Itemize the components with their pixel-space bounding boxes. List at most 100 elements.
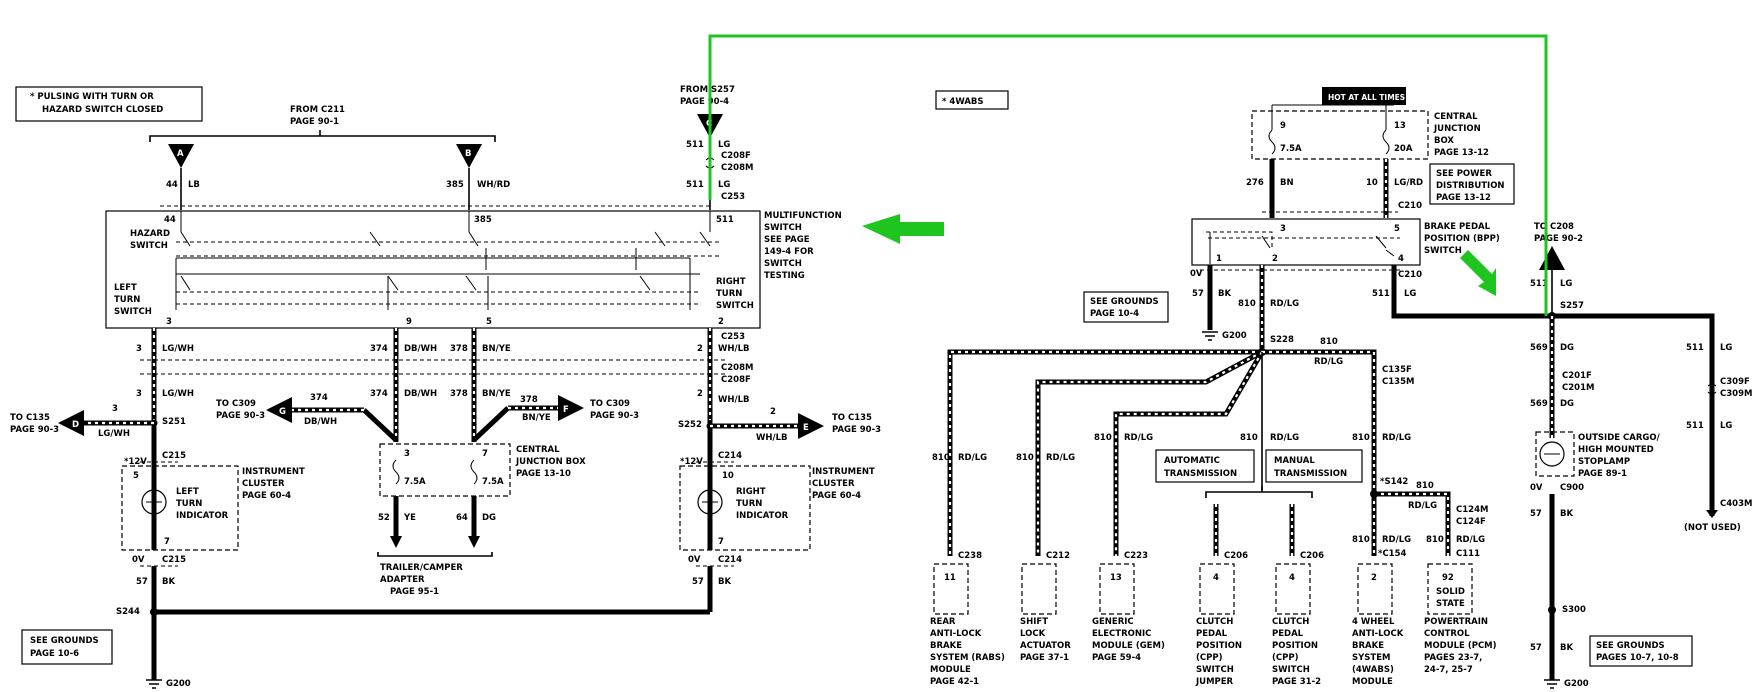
wire-374a-color: DB/WH [404, 344, 437, 354]
c111-label: C111 [1456, 549, 1480, 559]
connector-d: D [72, 420, 79, 430]
wire-810e-color: RD/LG [1124, 433, 1153, 443]
pulsing-note-box [15, 86, 203, 122]
mfs-title-3: SEE PAGE [764, 235, 810, 245]
not-used-label: (NOT USED) [1684, 523, 1741, 533]
left-turn-indicator: LEFT [176, 487, 199, 497]
c238-label: C238 [958, 551, 982, 561]
to-c135b-page: PAGE 90-3 [832, 425, 881, 435]
see-power-1: SEE POWER [1436, 169, 1492, 179]
connector-a-icon [168, 144, 194, 168]
wire-810h-color: RD/LG [1408, 501, 1437, 511]
bpp-switch-box [1191, 218, 1421, 266]
s251-label: S251 [162, 417, 186, 427]
see-grounds-right2-box [1589, 635, 1693, 667]
wire-511e-num: 511 [1686, 421, 1704, 431]
wire-810j-num: 810 [1426, 535, 1444, 545]
left-turn-indicator-2: TURN [176, 499, 202, 509]
c214b-label: C214 [718, 555, 742, 565]
fuse-75a-1: 7.5A [404, 477, 426, 487]
pcm-state: STATE [1436, 599, 1465, 609]
see-power-box [1429, 163, 1515, 205]
annotation-trace-line [708, 34, 1548, 316]
wire-810i-num: 810 [1352, 535, 1370, 545]
connector-g: G [279, 407, 286, 417]
right-turn-label-3: SWITCH [716, 301, 754, 311]
wire-511-color: LG [1404, 289, 1416, 299]
wire-810-distribution [947, 349, 1451, 556]
shift-lock-3: ACTUATOR [1020, 641, 1071, 651]
wire-57b-color: BK [1560, 509, 1573, 519]
c135m-label: C135M [1382, 377, 1414, 387]
wire-810i-color: RD/LG [1382, 535, 1411, 545]
see-grounds-left-2: PAGE 10-6 [30, 649, 79, 659]
cpp-switch-5: SWITCH [1272, 665, 1310, 675]
manual-1: MANUAL [1274, 456, 1315, 466]
ic-right-1: INSTRUMENT [812, 467, 875, 477]
wire-374c-color: DB/WH [304, 417, 337, 427]
c900-label: C900 [1560, 483, 1584, 493]
wire-374a-num: 374 [370, 344, 388, 354]
pin-9: 9 [406, 317, 412, 327]
wire-810b-color: RD/LG [1314, 357, 1343, 367]
see-power-3: PAGE 13-12 [1436, 193, 1491, 203]
connector-e: E [803, 423, 809, 433]
c208f-label: C208F [721, 151, 751, 161]
c201m-label: C201M [1562, 383, 1594, 393]
annotation-arrow-left-icon [862, 214, 944, 244]
c154-label: *C154 [1378, 549, 1407, 559]
right-turn-indicator-icon [697, 489, 723, 515]
wire-10-num: 10 [1366, 178, 1378, 188]
mfs-title-2: SWITCH [764, 223, 802, 233]
hazard-label: HAZARD [130, 229, 170, 239]
cpp-jumper-3: POSITION [1196, 641, 1242, 651]
cjb-right-1: CENTRAL [1434, 112, 1478, 122]
manual-2: TRANSMISSION [1274, 469, 1347, 479]
wabs-2: ANTI-LOCK [1352, 629, 1404, 639]
s244-label: S244 [116, 607, 140, 617]
fuse-9: 9 [1280, 121, 1286, 131]
rabs-5: MODULE [930, 665, 971, 675]
wire-511c-num: 511 [1530, 279, 1548, 289]
ic-right-2: CLUSTER [812, 479, 855, 489]
mfs-title: MULTIFUNCTION [764, 211, 842, 221]
fuse-13-icon [1382, 129, 1390, 155]
c309f-label: C309F [1720, 377, 1750, 387]
wire-3b-color: LG/WH [162, 389, 194, 399]
wire-64-num: 64 [456, 513, 468, 523]
c253b-label: C253 [721, 332, 745, 342]
pin-7-ic: 7 [164, 537, 170, 547]
svg-text:4: 4 [1398, 254, 1404, 264]
c309m-label: C309M [1720, 389, 1752, 399]
c212-label: C212 [1046, 551, 1070, 561]
from-c211-page: PAGE 90-1 [290, 117, 339, 127]
c135f-label: C135F [1382, 365, 1412, 375]
svg-text:3: 3 [1280, 224, 1286, 234]
wire-569b-color: DG [1560, 399, 1574, 409]
c223-label: C223 [1124, 551, 1148, 561]
wire-511c-color: LG [1560, 279, 1572, 289]
c201f-label: C201F [1562, 371, 1592, 381]
wabs-1: 4 WHEEL [1352, 617, 1395, 627]
from-s257-label: FROM S257 [680, 85, 735, 95]
wire-3a-num: 3 [136, 344, 142, 354]
to-c309b-page: PAGE 90-3 [590, 411, 639, 421]
fuse-20a: 20A [1394, 144, 1413, 154]
left-turn-label: LEFT [114, 283, 137, 293]
wabs-pin: 2 [1371, 573, 1377, 583]
see-grounds-left-box [21, 629, 113, 665]
wire-2b-num: 2 [697, 389, 703, 399]
wire-10-color: LG/RD [1394, 178, 1423, 188]
gem-pin: 13 [1110, 573, 1122, 583]
wabs-note: * 4WABS [942, 97, 984, 107]
pulsing-note-2: HAZARD SWITCH CLOSED [42, 105, 163, 115]
connector-g-icon [266, 397, 292, 423]
pin-2: 2 [718, 317, 724, 327]
wire-378c-color: BN/YE [522, 413, 551, 423]
wire-569-color: DG [1560, 343, 1574, 353]
fuse-2-icon [470, 459, 478, 485]
wire-52-color: YE [403, 513, 416, 523]
left-turn-indicator-icon [141, 489, 167, 515]
wabs-module-box [1357, 563, 1393, 615]
hazard-label-2: SWITCH [130, 241, 168, 251]
